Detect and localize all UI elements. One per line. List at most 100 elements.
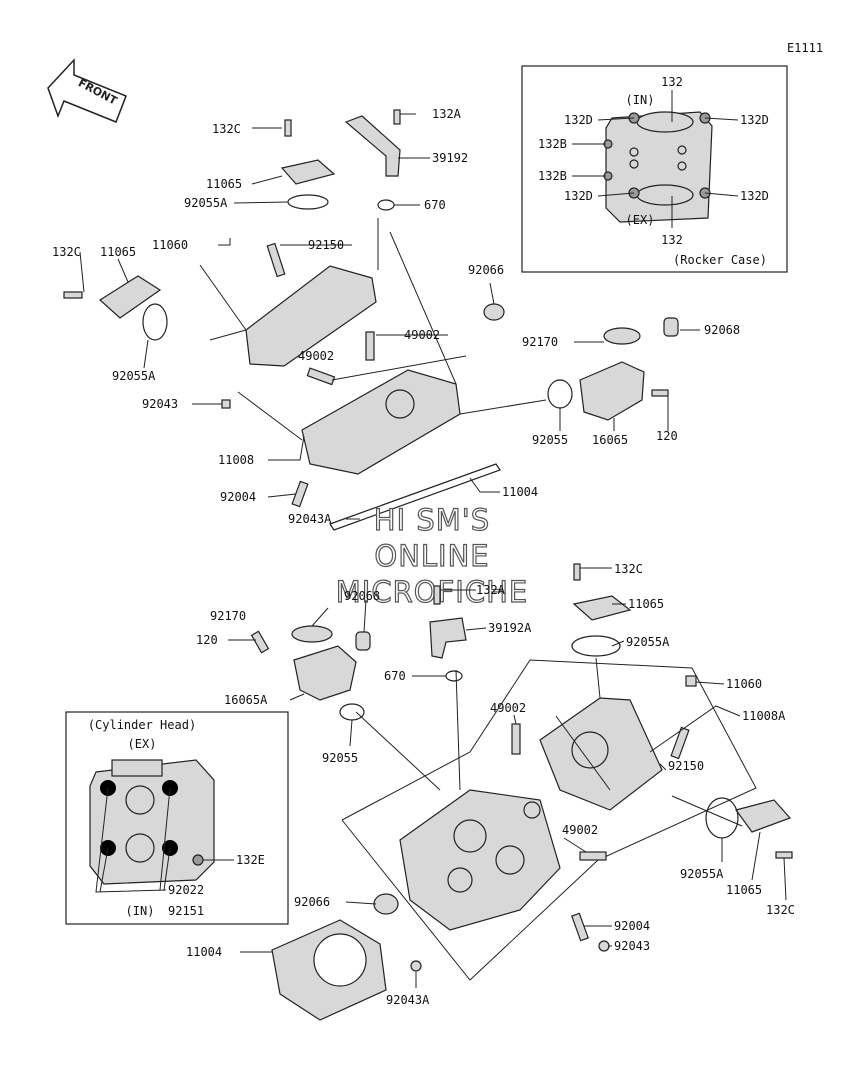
callout-11004-1: 11004 bbox=[502, 485, 538, 499]
part-92043-top bbox=[221, 399, 231, 409]
cyl-inset-ex: (EX) bbox=[128, 737, 157, 751]
part-49002-lower-a bbox=[511, 723, 521, 755]
part-11060-rocker-case bbox=[245, 265, 377, 367]
part-11060-lower bbox=[685, 675, 697, 687]
part-92066-top bbox=[483, 303, 505, 321]
part-92150-top bbox=[266, 242, 286, 278]
cyl-inset-92151: 92151 bbox=[168, 904, 204, 918]
rocker-top-132: 132 bbox=[661, 75, 683, 89]
part-92055a-top bbox=[287, 194, 329, 210]
part-132c-lower-right bbox=[775, 851, 793, 859]
callout-132a-2: 132A bbox=[476, 583, 506, 597]
callout-92170-2: 92170 bbox=[210, 609, 246, 623]
callout-11060-1: 11060 bbox=[152, 238, 188, 252]
callout-11065-1: 11065 bbox=[206, 177, 242, 191]
part-11065-lower-top bbox=[572, 595, 632, 621]
part-92055a-lower-top bbox=[571, 635, 621, 657]
part-132c-lower-top bbox=[573, 563, 581, 581]
part-92043a-lower bbox=[410, 960, 422, 972]
cyl-head-top-drawing bbox=[89, 759, 215, 885]
part-11065-top bbox=[280, 159, 336, 185]
callout-92043-2: 92043 bbox=[614, 939, 650, 953]
rocker-132b-2: 132B bbox=[538, 169, 567, 183]
rocker-bottom-132: 132 bbox=[661, 233, 683, 247]
part-120-lower bbox=[250, 630, 270, 654]
callout-92043a-2: 92043A bbox=[386, 993, 430, 1007]
part-120-top bbox=[651, 389, 669, 397]
callout-49002-3: 49002 bbox=[490, 701, 526, 715]
callout-39192-1: 39192 bbox=[432, 151, 468, 165]
cyl-inset-132e: 132E bbox=[236, 853, 265, 867]
callout-11065-4: 11065 bbox=[726, 883, 762, 897]
part-49002-lower-b bbox=[579, 851, 607, 861]
rocker-in-label: (IN) bbox=[626, 93, 655, 107]
part-cylinder-head-lower bbox=[399, 789, 561, 931]
callout-132c-1: 132C bbox=[212, 122, 241, 136]
part-ring-lower bbox=[523, 801, 541, 819]
part-39192 bbox=[344, 115, 401, 177]
part-670-lower bbox=[445, 670, 463, 682]
part-16065 bbox=[579, 361, 645, 421]
callout-11008a: 11008A bbox=[742, 709, 786, 723]
callout-670-1: 670 bbox=[424, 198, 446, 212]
rocker-132d-1: 132D bbox=[564, 113, 593, 127]
callout-132c-2: 132C bbox=[52, 245, 81, 259]
rocker-132b-1: 132B bbox=[538, 137, 567, 151]
callout-49002-1: 49002 bbox=[404, 328, 440, 342]
callout-92055a-3: 92055A bbox=[626, 635, 670, 649]
part-92055-top bbox=[547, 379, 573, 409]
part-11065-left bbox=[99, 275, 162, 319]
rocker-ex-label: (EX) bbox=[626, 213, 655, 227]
callout-39192a: 39192A bbox=[488, 621, 532, 635]
watermark: HI SM'S ONLINE MICROFICHE bbox=[335, 502, 528, 609]
watermark-line-3: MICROFICHE bbox=[336, 575, 528, 609]
callout-132a-1: 132A bbox=[432, 107, 462, 121]
callout-92055a-1: 92055A bbox=[184, 196, 228, 210]
part-92004-lower bbox=[571, 912, 589, 942]
part-11008-cylinder-head bbox=[301, 369, 461, 475]
watermark-line-2: ONLINE bbox=[374, 539, 489, 573]
callout-92068-2: 92068 bbox=[344, 589, 380, 603]
part-16065a bbox=[293, 645, 357, 701]
callout-92170-1: 92170 bbox=[522, 335, 558, 349]
callout-49002-2: 49002 bbox=[298, 349, 334, 363]
rocker-caption: (Rocker Case) bbox=[673, 253, 767, 267]
cyl-inset-92022: 92022 bbox=[168, 883, 204, 897]
part-132c-top bbox=[284, 119, 292, 137]
part-132a-lower bbox=[433, 585, 441, 605]
rocker-case-inset: 132 (IN) 132D 132D 132B 132B 132D 132D (… bbox=[521, 65, 788, 273]
callout-92043-1: 92043 bbox=[142, 397, 178, 411]
callout-92150-2: 92150 bbox=[668, 759, 704, 773]
callout-132c-3: 132C bbox=[614, 562, 643, 576]
callout-92055a-4: 92055A bbox=[680, 867, 724, 881]
callout-49002-4: 49002 bbox=[562, 823, 598, 837]
callout-120-1: 120 bbox=[656, 429, 678, 443]
callout-92150-1: 92150 bbox=[308, 238, 344, 252]
callout-92055a-2: 92055A bbox=[112, 369, 156, 383]
part-92004-top bbox=[291, 480, 309, 508]
callout-92055-2: 92055 bbox=[322, 751, 358, 765]
part-92068-top bbox=[663, 317, 679, 337]
callout-92068-1: 92068 bbox=[704, 323, 740, 337]
part-92055a-left bbox=[142, 303, 168, 341]
callout-92066-1: 92066 bbox=[468, 263, 504, 277]
callout-92004-2: 92004 bbox=[614, 919, 650, 933]
part-49002-top-a bbox=[365, 331, 375, 361]
callout-670-2: 670 bbox=[384, 669, 406, 683]
callout-11065-2: 11065 bbox=[100, 245, 136, 259]
callout-11065-3: 11065 bbox=[628, 597, 664, 611]
callout-16065: 16065 bbox=[592, 433, 628, 447]
callout-120-2: 120 bbox=[196, 633, 218, 647]
cyl-inset-caption: (Cylinder Head) bbox=[88, 718, 196, 732]
part-49002-top-b bbox=[306, 367, 336, 386]
front-arrow: FRONT bbox=[47, 58, 127, 123]
callout-16065a: 16065A bbox=[224, 693, 268, 707]
rocker-case-drawing bbox=[603, 111, 713, 223]
callout-92004-1: 92004 bbox=[220, 490, 256, 504]
callout-92043a-1: 92043A bbox=[288, 512, 332, 526]
diagram-code: E1111 bbox=[787, 41, 823, 55]
callout-11004-2: 11004 bbox=[186, 945, 222, 959]
callout-11060-2: 11060 bbox=[726, 677, 762, 691]
part-11065-lower-right bbox=[734, 799, 792, 833]
